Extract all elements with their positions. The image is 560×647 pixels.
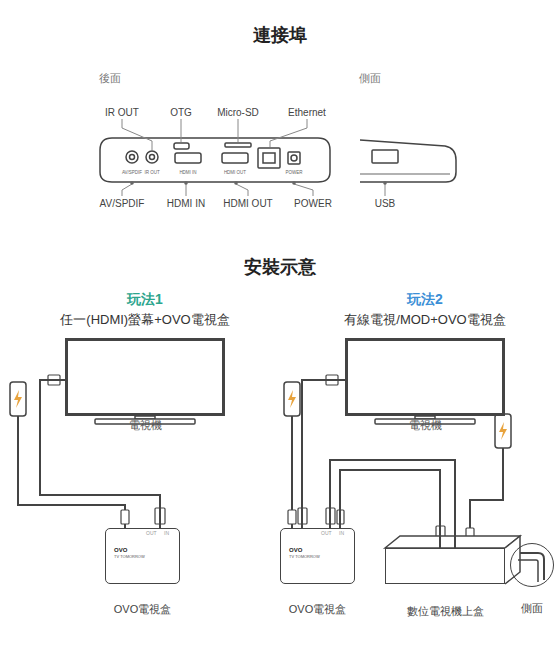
node-text: OVO [114, 547, 127, 554]
ovo-box: OUTINOVOTV TOMORROWOVO電視盒 [105, 528, 180, 584]
connector-detail [520, 553, 544, 580]
stb-side-face [505, 536, 520, 584]
hdmi-in-port [175, 153, 201, 163]
leader-line [181, 119, 182, 142]
port-label: HDMI IN [179, 171, 196, 176]
port-label: AV/SPDIF [100, 198, 145, 209]
power-plug [288, 510, 296, 524]
otg-port [174, 143, 189, 149]
port-label: HDMI IN [167, 198, 205, 209]
bolt-icon [288, 390, 296, 408]
leader-dot [383, 181, 387, 185]
node-caption: OVO電視盒 [289, 603, 346, 615]
port-label: IR OUT [144, 171, 159, 176]
port-label: Ethernet [288, 107, 326, 118]
node-text: OUT [146, 531, 157, 537]
bolt-icon [14, 390, 22, 408]
power-adapter [10, 382, 26, 416]
section-heading: 安裝示意 [244, 258, 316, 278]
leader-line [270, 119, 307, 147]
port-label: POWER [294, 198, 332, 209]
node-caption: 電視機 [409, 419, 442, 431]
cable-connector [302, 380, 345, 528]
leader-dot [234, 181, 238, 185]
microsd-slot [225, 143, 251, 147]
port-label: OTG [170, 107, 192, 118]
ovo-box: OUTINOVOTV TOMORROWOVO電視盒 [280, 528, 355, 584]
node-caption: 數位電視機上盒 [407, 605, 484, 617]
leader-dot [292, 181, 296, 185]
node-text: IN [339, 531, 344, 537]
node-text: TV TOMORROW [114, 555, 145, 559]
device-side [360, 140, 456, 182]
power-plug [121, 510, 129, 524]
tv-screen: 電視機 [65, 338, 225, 416]
node-text: OUT [321, 531, 332, 537]
ir-port-core [150, 155, 155, 160]
leader-dot [130, 181, 134, 185]
port-label: 後面 [99, 72, 121, 84]
side-view-circle: 側面 [510, 543, 554, 587]
leader-line [122, 119, 152, 150]
ethernet-inner [263, 153, 275, 163]
connector-detail [518, 560, 538, 582]
section-heading: 玩法1 [127, 292, 163, 307]
stb-top-face [385, 536, 520, 548]
leader-line [238, 119, 239, 142]
port-label: AV/SPDIF [122, 171, 142, 176]
node-caption: 側面 [521, 602, 543, 614]
power-core [291, 155, 297, 161]
power-port [288, 152, 300, 164]
power-wire [18, 416, 125, 528]
port-label: HDMI OUT [224, 171, 246, 176]
ethernet-port [258, 148, 280, 168]
port-label: USB [375, 198, 396, 209]
leader-line [236, 184, 248, 196]
side-seam [360, 173, 450, 175]
tv-screen: 電視機 [345, 338, 505, 416]
node-text: IN [164, 531, 169, 537]
power-adapter [495, 414, 511, 448]
leader-line [122, 184, 132, 196]
section-heading: 玩法2 [407, 292, 443, 307]
page-title: 連接埠 [253, 26, 307, 46]
av-port [126, 151, 138, 163]
node-caption: OVO電視盒 [114, 603, 171, 615]
usb-port [372, 150, 398, 163]
hdmi-out-port [222, 153, 248, 163]
ir-port [146, 151, 158, 163]
section-heading: 任一(HDMI)螢幕+OVO電視盒 [60, 313, 229, 327]
node-text: OVO [289, 547, 302, 554]
node-text: TV TOMORROW [289, 555, 320, 559]
cable-connector [340, 470, 440, 548]
node-caption: 電視機 [129, 419, 162, 431]
bolt-icon [499, 422, 507, 440]
leader-line [385, 183, 386, 196]
leader-line [294, 184, 313, 196]
section-heading: 有線電視/MOD+OVO電視盒 [344, 313, 505, 327]
port-label: HDMI OUT [223, 198, 272, 209]
device-back [100, 138, 330, 182]
port-label: Micro-SD [217, 107, 259, 118]
port-label: 側面 [359, 72, 381, 84]
leader-line [186, 184, 187, 196]
av-port-core [130, 155, 135, 160]
port-label: POWER [285, 171, 302, 176]
power-adapter [284, 382, 300, 416]
set-top-box: 數位電視機上盒 [385, 548, 505, 584]
port-label: IR OUT [105, 107, 139, 118]
power-wire [470, 448, 503, 548]
leader-dot [184, 181, 188, 185]
